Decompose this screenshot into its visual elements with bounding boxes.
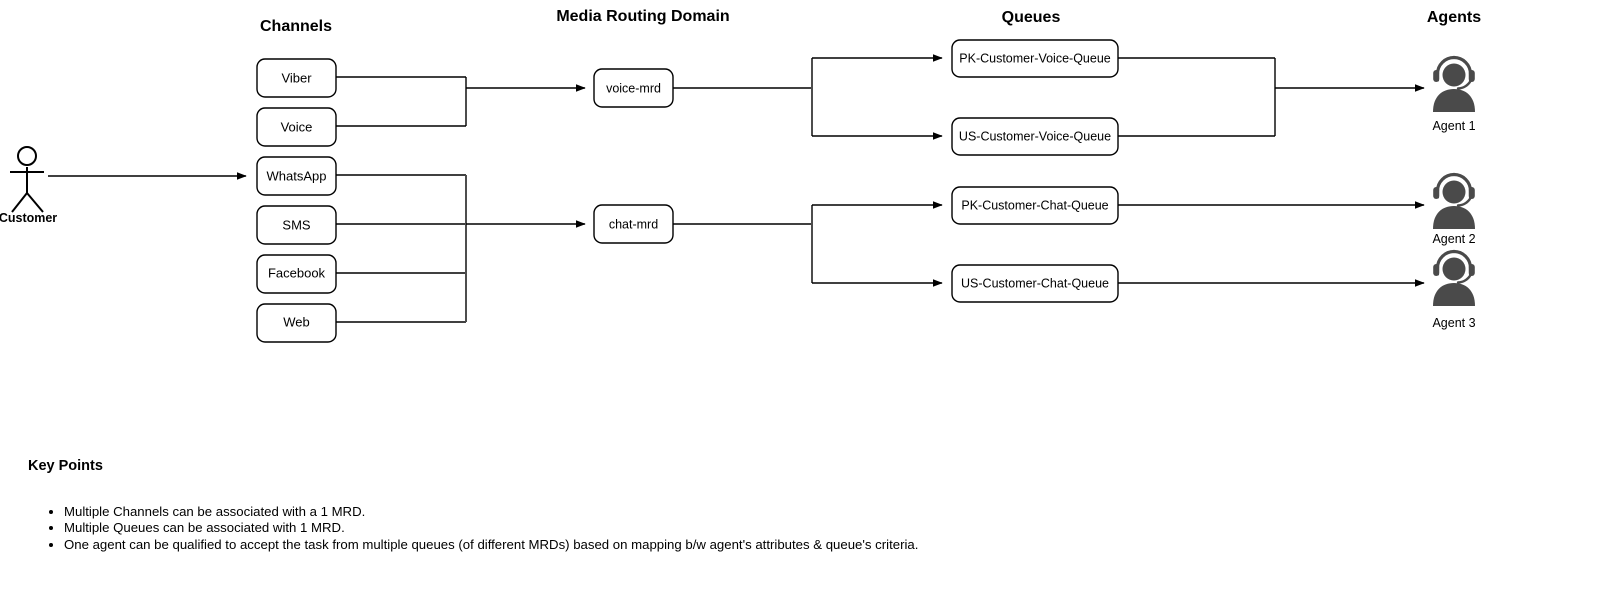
edge-group-chat-mrd-to-queues	[673, 201, 943, 287]
queue-node-pk-customer-voice-queue[interactable]: PK-Customer-Voice-Queue	[951, 39, 1119, 78]
channel-node-whatsapp[interactable]: WhatsApp	[256, 156, 337, 196]
edge-group-chat-channels-to-chat-mrd	[336, 174, 586, 323]
key-point-item: Multiple Queues can be associated with 1…	[64, 520, 1228, 536]
agent-node-agent-3[interactable]: Agent 3	[1432, 249, 1476, 331]
channel-node-facebook[interactable]: Facebook	[256, 254, 337, 294]
channel-node-voice[interactable]: Voice	[256, 107, 337, 147]
agent-node-agent-1[interactable]: Agent 1	[1432, 55, 1476, 134]
column-header-agents: Agents	[1427, 9, 1481, 26]
channel-label: Voice	[281, 119, 313, 134]
key-points-section: Key Points Multiple Channels can be asso…	[28, 458, 1228, 553]
customer-label: Customer	[0, 211, 57, 225]
queue-node-pk-customer-chat-queue[interactable]: PK-Customer-Chat-Queue	[951, 186, 1119, 225]
agent-label: Agent 1	[1432, 119, 1475, 133]
headset-agent-icon	[1433, 172, 1475, 229]
column-header-queues: Queues	[1002, 9, 1061, 26]
channel-node-sms[interactable]: SMS	[256, 205, 337, 245]
key-points-title: Key Points	[28, 458, 103, 474]
customer-actor: Customer	[0, 146, 57, 225]
channel-box[interactable]	[256, 58, 337, 98]
edge-group-voice-mrd-to-queues	[673, 54, 943, 140]
queue-label: PK-Customer-Chat-Queue	[961, 198, 1108, 212]
mrd-label: chat-mrd	[609, 217, 658, 231]
edge-group-voice-channels-to-voice-mrd	[336, 76, 586, 127]
queue-node-us-customer-chat-queue[interactable]: US-Customer-Chat-Queue	[951, 264, 1119, 303]
agent-label: Agent 2	[1432, 232, 1475, 246]
key-point-item: Multiple Channels can be associated with…	[64, 504, 1228, 520]
headset-agent-icon	[1433, 55, 1475, 112]
stick-figure-head-icon	[17, 146, 37, 166]
queue-label: US-Customer-Voice-Queue	[959, 129, 1111, 143]
channel-box[interactable]	[256, 303, 337, 343]
channel-box[interactable]	[256, 156, 337, 196]
queue-label: US-Customer-Chat-Queue	[961, 276, 1109, 290]
agent-node-agent-2[interactable]: Agent 2	[1432, 172, 1476, 247]
stick-figure-left-leg-icon	[11, 192, 28, 213]
channel-label: SMS	[282, 217, 311, 232]
key-points-list: Multiple Channels can be associated with…	[28, 504, 1228, 553]
channel-node-web[interactable]: Web	[256, 303, 337, 343]
channel-box[interactable]	[256, 254, 337, 294]
channel-box[interactable]	[256, 205, 337, 245]
column-header-channels: Channels	[260, 18, 332, 35]
stick-figure-right-leg-icon	[26, 192, 44, 213]
channel-label: Facebook	[268, 265, 326, 280]
mrd-node-voice-mrd[interactable]: voice-mrd	[593, 68, 674, 108]
mrd-label: voice-mrd	[606, 81, 661, 95]
mrd-node-chat-mrd[interactable]: chat-mrd	[593, 204, 674, 244]
headset-agent-icon	[1433, 249, 1475, 306]
agent-label: Agent 3	[1432, 316, 1475, 330]
channel-label: Viber	[281, 70, 312, 85]
channel-label: Web	[283, 314, 310, 329]
channel-label: WhatsApp	[267, 168, 327, 183]
channel-box[interactable]	[256, 107, 337, 147]
queue-node-us-customer-voice-queue[interactable]: US-Customer-Voice-Queue	[951, 117, 1119, 156]
column-header-mrd: Media Routing Domain	[556, 8, 729, 25]
queue-label: PK-Customer-Voice-Queue	[959, 51, 1111, 65]
key-point-item: One agent can be qualified to accept the…	[64, 537, 1228, 553]
edge-group-voice-queues-to-agent-1	[1118, 57, 1425, 137]
channel-node-viber[interactable]: Viber	[256, 58, 337, 98]
